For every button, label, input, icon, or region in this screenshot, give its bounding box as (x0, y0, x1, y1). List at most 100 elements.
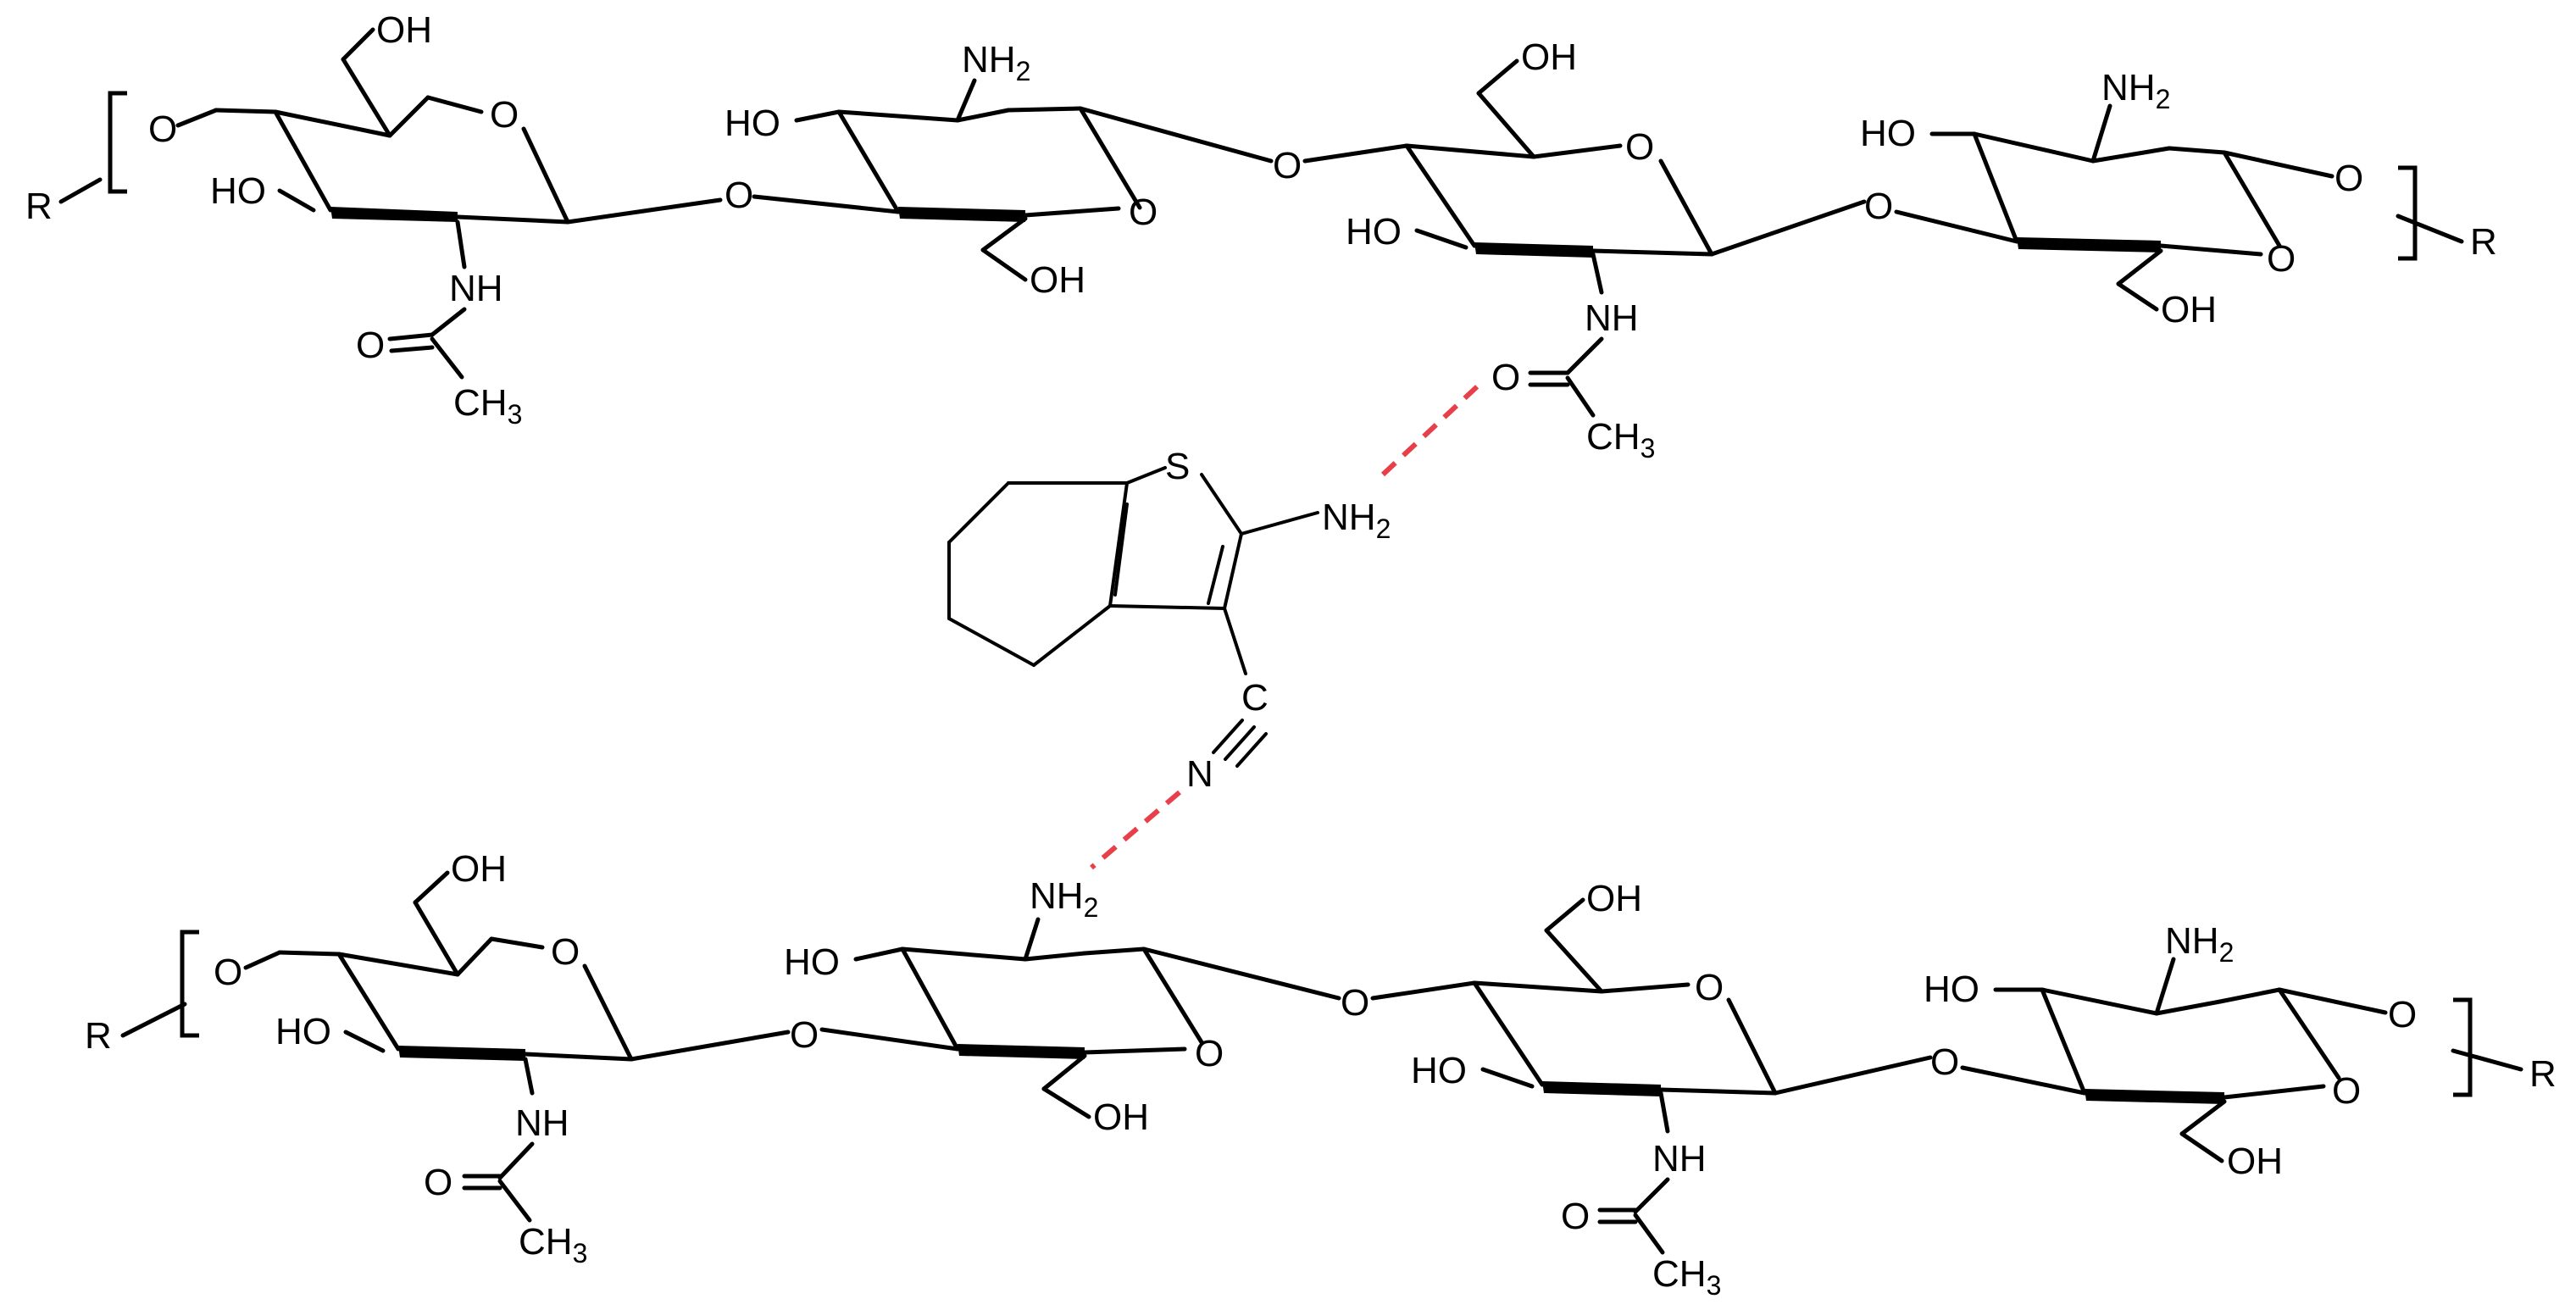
ring-bond (2218, 987, 2282, 1004)
triple-bond (1235, 732, 1268, 768)
glycosidic-bond (1709, 199, 1867, 257)
wedge-bond (958, 1044, 1085, 1059)
r-group-label: R (2470, 221, 2497, 263)
repeat-bracket (2398, 165, 2418, 261)
bond (2396, 214, 2464, 244)
amine-label: NH2 (1322, 497, 1391, 544)
ring-bond (1200, 473, 1243, 536)
double-bond-inner (1207, 545, 1224, 605)
bond (980, 247, 1028, 282)
amide-nh-label: NH (449, 268, 503, 309)
hydroxyl-label: HO (1924, 969, 1979, 1010)
bond (120, 1002, 187, 1038)
ring-bond (2222, 1084, 2326, 1100)
bond (497, 1141, 535, 1180)
bond (175, 108, 219, 128)
nitrile-nitrogen-label: N (1186, 753, 1213, 795)
sulfur-label: S (1165, 446, 1190, 487)
triple-bond (1224, 725, 1256, 761)
carbonyl-bond (389, 345, 435, 353)
ring-bond (277, 950, 341, 957)
bottom-residue-2-glcn: O HO NH2 OH O (784, 875, 1477, 1138)
hydrogen-bonds (1090, 377, 1487, 870)
bond (2090, 103, 2112, 164)
ring-oxygen: O (1129, 192, 1158, 233)
ring-oxygen: O (1695, 967, 1724, 1008)
ring-oxygen: O (1195, 1033, 1224, 1074)
ring-bond (455, 214, 570, 225)
ring-bond (489, 936, 545, 950)
ring-bond (2040, 987, 2087, 1096)
bond (2179, 1099, 2227, 1136)
bond (243, 950, 282, 970)
bond (413, 870, 450, 905)
bond (819, 1027, 960, 1052)
bond (1565, 336, 1604, 375)
ring-bond (2090, 146, 2172, 164)
methyl-label: CH3 (1586, 416, 1655, 463)
bottom-residue-4-glcn: O HO NH2 OH O R (1924, 920, 2557, 1182)
bond (1041, 1053, 1087, 1091)
glycosidic-bond (565, 197, 723, 225)
bond (2116, 281, 2159, 312)
r-group-label: R (85, 1015, 112, 1057)
glycosidic-bond (2277, 987, 2388, 1015)
bond (413, 900, 460, 977)
bottom-residue-3-glcnac: O OH HO NH O CH3 O (1411, 878, 2087, 1301)
amide-nh-label: NH (1585, 297, 1639, 339)
glycosidic-bond (1141, 946, 1341, 1001)
bond (430, 307, 467, 337)
ring-bond (2167, 146, 2227, 155)
amide-nh-label: NH (515, 1102, 569, 1144)
ring-oxygen: O (2267, 238, 2296, 280)
repeat-bracket (108, 91, 127, 194)
glycosidic-oxygen: O (1341, 982, 1369, 1024)
bond (2179, 1131, 2224, 1163)
glycosidic-bond (2222, 150, 2334, 179)
hydroxyl-label: OH (1093, 1096, 1149, 1138)
ring-bond (273, 109, 392, 138)
bond (497, 1179, 532, 1223)
ring-bond (2040, 987, 2159, 1016)
hydrogen-bond-nitrile-amine (1090, 790, 1181, 870)
wedge-bond (398, 1046, 525, 1061)
hydroxyl-label: HO (724, 103, 780, 144)
ring-bond (1023, 951, 1087, 962)
ring-bond (1108, 604, 1226, 610)
bottom-left-bracket: R O (85, 930, 282, 1057)
bond (853, 946, 905, 962)
ring-bond (1591, 248, 1714, 257)
glycosidic-bond (1078, 106, 1274, 164)
tetrahydrobenzothiophene-ligand: S NH2 C N (947, 446, 1391, 795)
bond (1476, 58, 1519, 96)
amine-label: NH2 (962, 39, 1030, 86)
glycosidic-bond (1773, 1055, 1933, 1096)
ring-bond (955, 108, 1011, 123)
glycosidic-bond (1370, 980, 1477, 1001)
hydroxyl-label: OH (1521, 36, 1577, 78)
bond (1041, 1086, 1091, 1119)
repeat-bracket (180, 930, 199, 1038)
ring-oxygen: O (490, 94, 519, 136)
ring-bond (336, 952, 401, 1052)
glycosidic-oxygen: O (790, 1014, 819, 1056)
ring-bond (1404, 143, 1477, 248)
ring-bond (2154, 999, 2223, 1016)
hydroxyl-label: OH (2161, 289, 2217, 330)
hydroxyl-label: OH (1586, 878, 1642, 919)
bond (455, 219, 467, 269)
bond (1480, 1067, 1535, 1089)
hydroxyl-label: OH (376, 9, 432, 51)
bond (980, 216, 1028, 253)
ring-bond (836, 109, 960, 123)
glycosidic-oxygen: O (2388, 994, 2417, 1035)
ring-bond (1726, 997, 1778, 1096)
bond (1240, 511, 1319, 536)
glycosidic-bond (1894, 209, 2019, 244)
ring-oxygen: O (1625, 126, 1654, 168)
ring-bond (387, 95, 430, 138)
bond (1633, 1213, 1665, 1255)
carbonyl-oxygen: O (356, 325, 385, 366)
